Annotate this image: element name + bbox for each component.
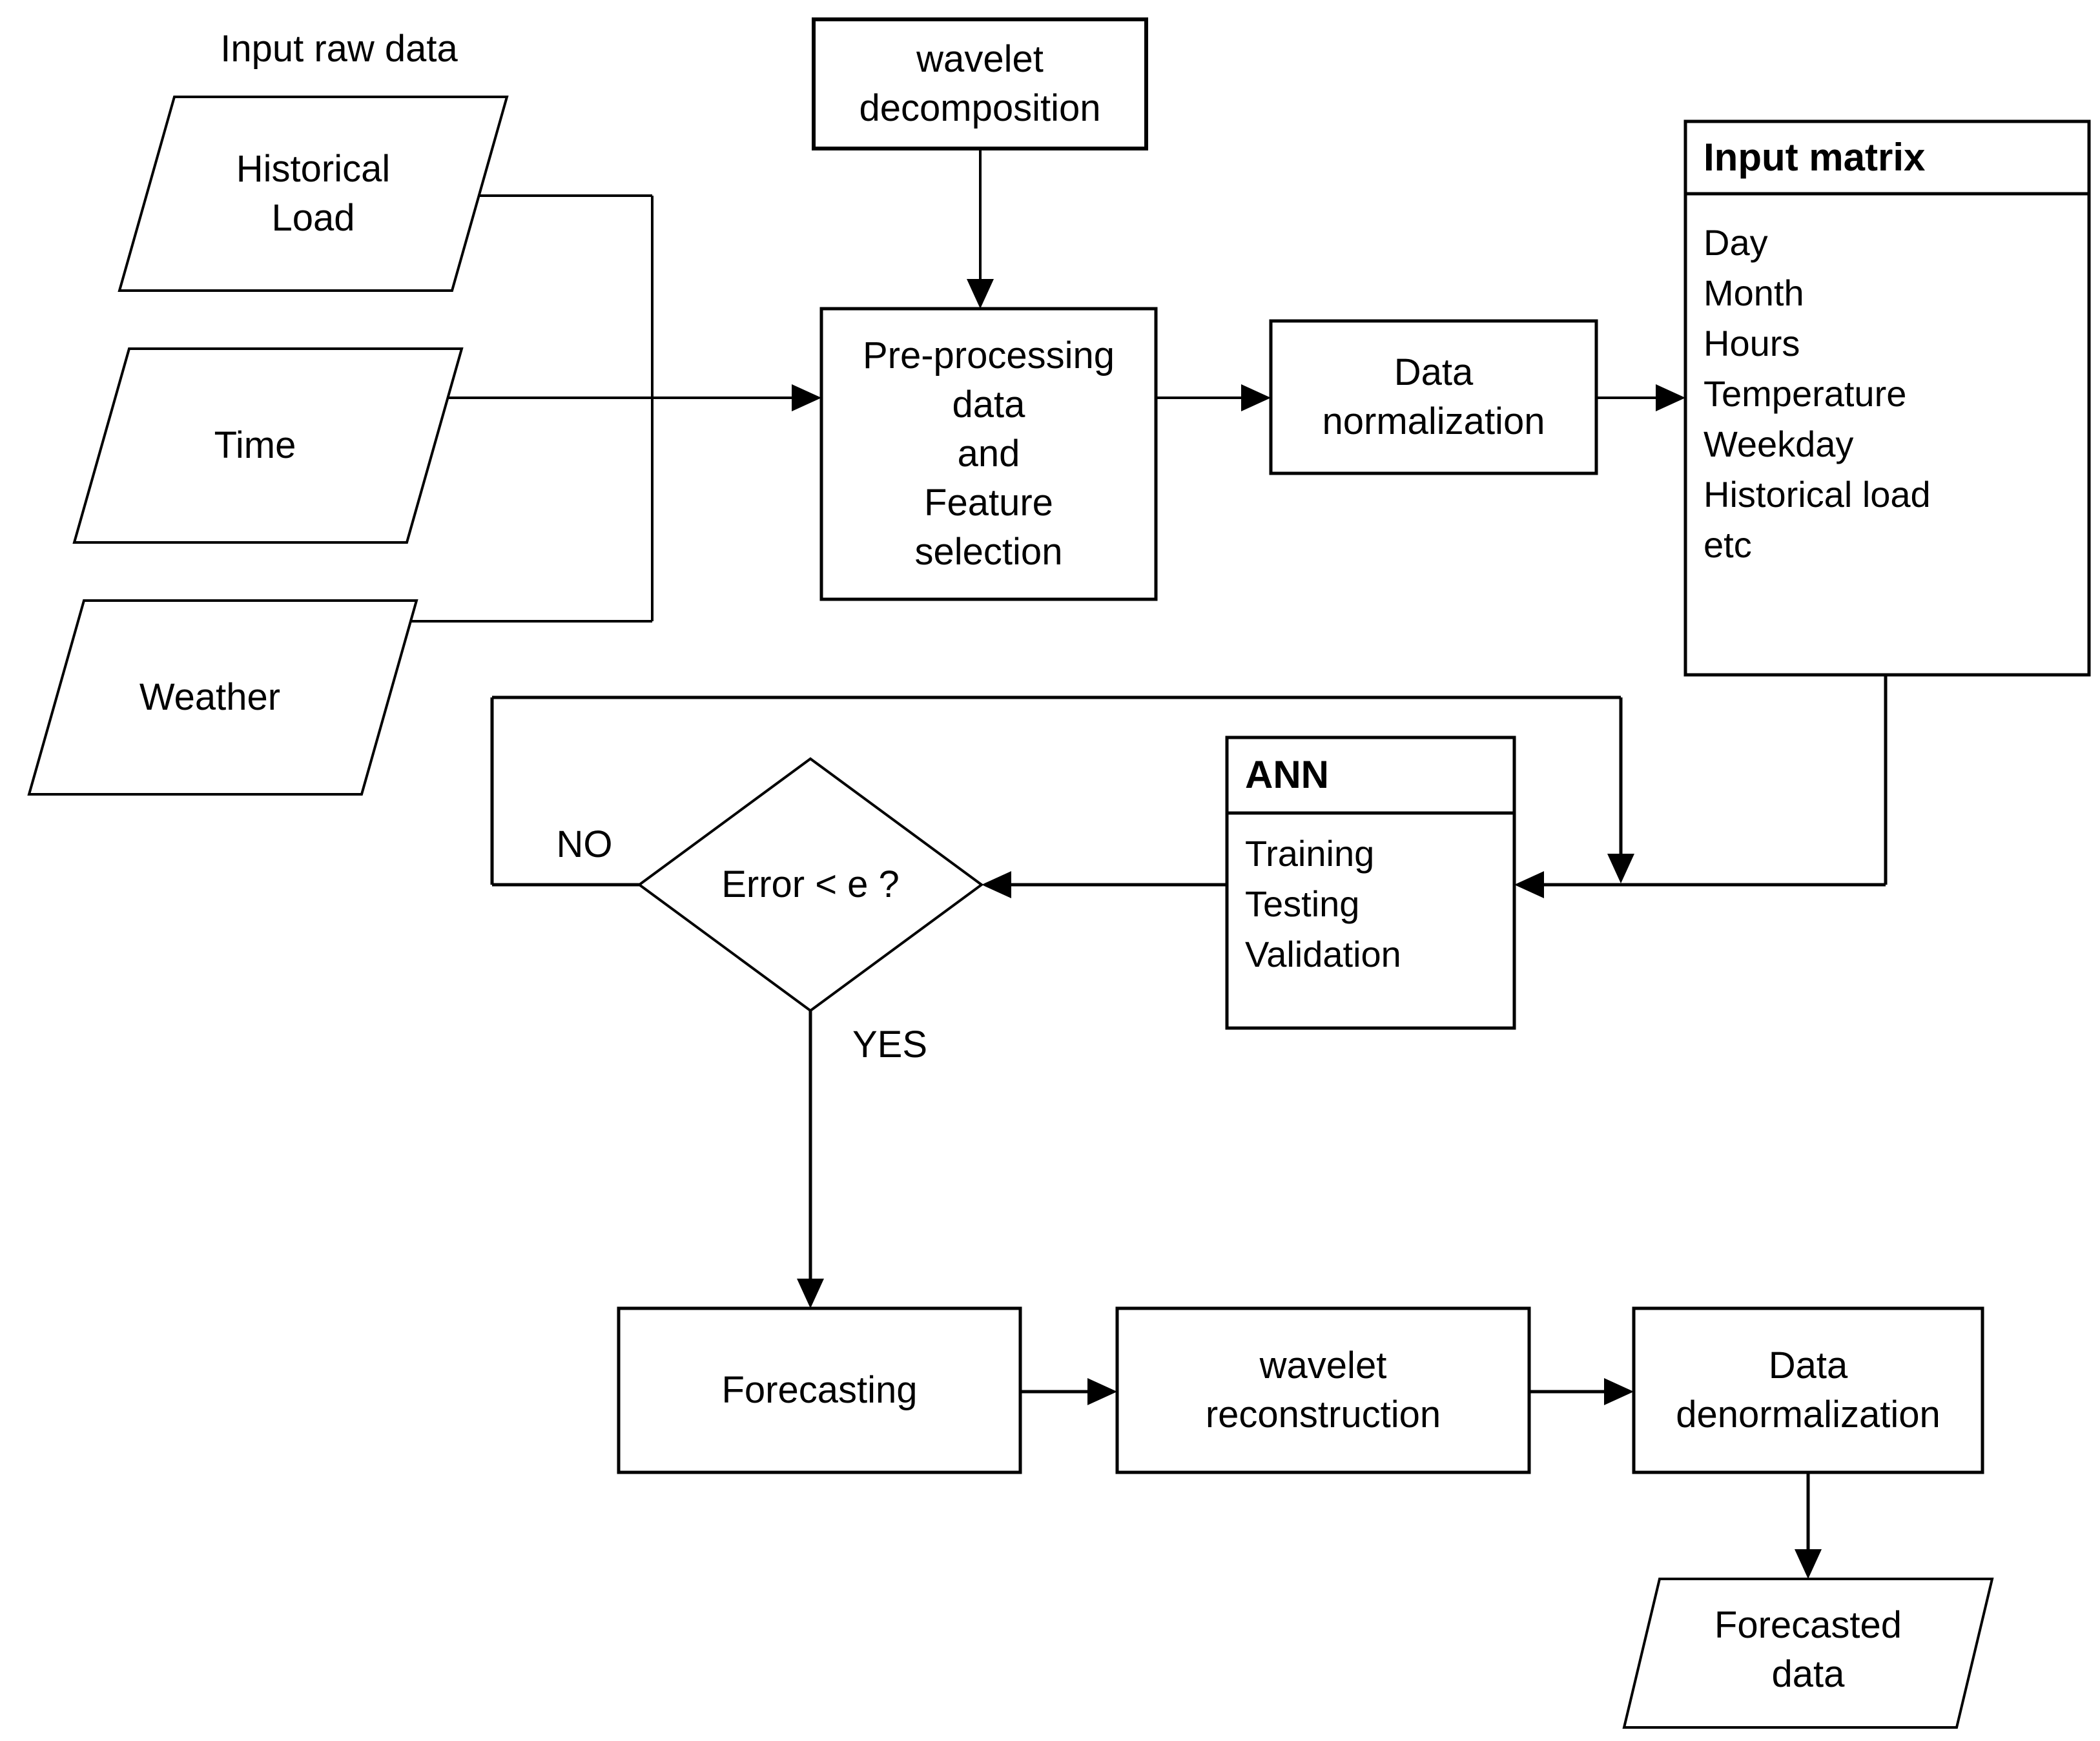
forecasted-data-label: Forecasted data bbox=[1714, 1604, 1902, 1695]
list-item: Historical load bbox=[1704, 473, 1931, 515]
preprocessing-label: Pre-processing data and Feature selectio… bbox=[862, 335, 1115, 573]
list-item: Weekday bbox=[1704, 423, 1854, 464]
decision-question-label: Error < e ? bbox=[721, 863, 900, 906]
yes-branch-label: YES bbox=[852, 1024, 928, 1066]
arrowhead-into-normalization bbox=[1241, 384, 1271, 411]
no-branch-label: NO bbox=[556, 823, 613, 866]
preprocessing-box bbox=[819, 307, 1158, 601]
arrowhead-into-reconstruction bbox=[1087, 1378, 1117, 1405]
input-matrix-box bbox=[1683, 119, 2091, 677]
arrowhead-into-ann bbox=[1514, 871, 1544, 898]
arrowhead-into-forecasted-data bbox=[1795, 1549, 1822, 1579]
forecasted-data-parallelogram bbox=[1622, 1578, 1994, 1729]
ann-box bbox=[1225, 736, 1516, 1030]
list-item: Training bbox=[1245, 832, 1375, 874]
arrowhead-into-denormalization bbox=[1604, 1378, 1634, 1405]
arrowhead-into-input-matrix bbox=[1656, 384, 1685, 411]
wavelet-reconstruction-box bbox=[1115, 1306, 1531, 1474]
time-label: Time bbox=[214, 424, 296, 467]
arrowhead-into-decision bbox=[982, 871, 1011, 898]
list-item: Hours bbox=[1704, 322, 1800, 364]
list-item: Temperature bbox=[1704, 373, 1907, 414]
historical-load-label: Historical Load bbox=[236, 148, 391, 239]
input-matrix-title: Input matrix bbox=[1704, 135, 1926, 179]
list-item: Validation bbox=[1245, 933, 1401, 974]
historical-load-parallelogram bbox=[118, 96, 509, 292]
data-normalization-label: Data normalization bbox=[1322, 351, 1545, 442]
list-item: etc bbox=[1704, 524, 1752, 565]
arrowhead-feedback-into-ann-line bbox=[1607, 854, 1634, 883]
arrowhead-into-preprocessing bbox=[792, 384, 821, 411]
weather-label: Weather bbox=[139, 676, 281, 719]
ann-title: ANN bbox=[1245, 753, 1329, 797]
weather-parallelogram bbox=[27, 599, 418, 796]
list-item: Day bbox=[1704, 221, 1768, 263]
arrowhead-into-forecasting bbox=[797, 1279, 824, 1308]
wavelet-reconstruction-label: wavelet reconstruction bbox=[1205, 1344, 1441, 1436]
wavelet-decomposition-label: wavelet decomposition bbox=[859, 38, 1101, 129]
wavelet-decomposition-box bbox=[812, 17, 1148, 150]
time-parallelogram bbox=[72, 347, 464, 544]
list-item: Testing bbox=[1245, 883, 1360, 924]
data-denormalization-label: Data denormalization bbox=[1676, 1344, 1940, 1436]
data-denormalization-box bbox=[1632, 1306, 1984, 1474]
input-raw-data-label: Input raw data bbox=[220, 28, 458, 70]
list-item: Month bbox=[1704, 272, 1804, 313]
arrowhead-down-into-preprocessing bbox=[967, 279, 994, 309]
forecasting-label: Forecasting bbox=[721, 1369, 918, 1412]
